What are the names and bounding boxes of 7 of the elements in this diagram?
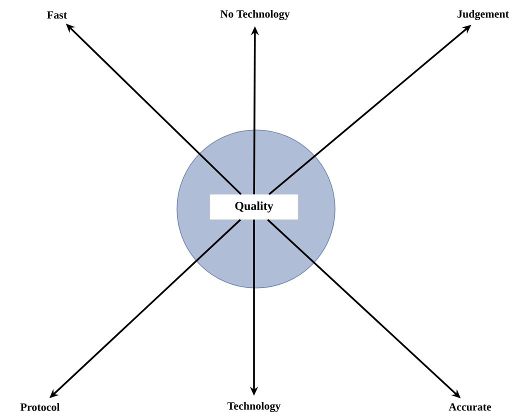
direction-label: Technology — [227, 402, 281, 412]
direction-label: Accurate — [448, 403, 492, 411]
direction-label: Fast — [47, 11, 68, 19]
label-box: Quality — [210, 194, 298, 220]
direction-label: No Technology — [220, 10, 290, 20]
direction-label: Protocol — [20, 403, 60, 411]
direction-label: Judgement — [458, 10, 509, 20]
